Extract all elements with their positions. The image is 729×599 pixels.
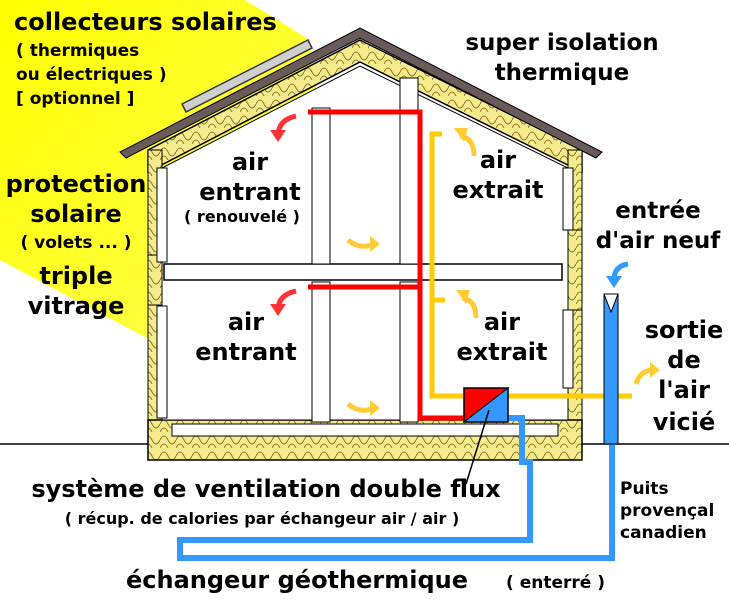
solar-collectors-optional: [ optionnel ] <box>16 89 134 109</box>
extracted-air-upper-line1: air <box>480 146 516 174</box>
extracted-air-upper-arrowhead <box>454 128 468 142</box>
intermediate-floor <box>163 263 563 281</box>
transfer-air-lower-arrowhead <box>370 400 380 416</box>
double-flow-heat-exchanger <box>462 386 510 424</box>
triple-glazing-line1: triple <box>39 262 112 290</box>
roof <box>119 27 603 159</box>
incoming-air-upper-arrowhead <box>270 130 286 142</box>
incoming-air-upper-line1: air <box>232 148 268 176</box>
super-insulation-line1: super isolation <box>465 30 658 56</box>
solar-collectors-type: ( thermiques <box>16 41 139 61</box>
extracted-air-lower-arrowhead <box>456 290 470 304</box>
incoming-air-upper-line2: entrant <box>199 178 300 206</box>
incoming-air-lower-line2: entrant <box>195 338 296 366</box>
ventilation-system-note: ( récup. de calories par échangeur air /… <box>65 509 460 528</box>
super-insulation-line2: thermique <box>495 60 630 86</box>
ground-floor-slab <box>171 423 559 437</box>
stale-air-exit-arrowhead <box>650 362 660 378</box>
fresh-air-intake-line1: entrée <box>615 198 701 224</box>
canadian-well-line3: canadien <box>620 523 707 543</box>
incoming-air-lower-line1: air <box>228 308 264 336</box>
fresh-air-intake-arrowhead <box>606 276 622 288</box>
triple-glazing-windows <box>156 167 574 419</box>
extracted-air-duct <box>429 131 466 399</box>
exchanger-pointer <box>465 409 490 485</box>
incoming-air-lower-arrowhead <box>270 304 286 316</box>
canadian-well-line1: Puits <box>620 479 669 499</box>
solar-collectors-title: collecteurs solaires <box>14 8 277 36</box>
incoming-air-upper-note: ( renouvelé ) <box>184 207 300 226</box>
stale-air-exit-line3: l'air <box>658 376 710 404</box>
stale-air-exit-line2: de <box>667 346 700 374</box>
fresh-air-intake-line2: d'air neuf <box>596 228 722 254</box>
extracted-air-upper-line2: extrait <box>453 176 544 204</box>
extracted-air-lower-line1: air <box>484 308 520 336</box>
air-flow-arrows <box>270 113 660 416</box>
geothermal-exchanger-title: échangeur géothermique <box>126 566 468 594</box>
solar-protection-line1: protection <box>6 170 147 198</box>
incoming-air-duct <box>308 109 476 421</box>
solar-protection-line2: solaire <box>30 200 122 228</box>
solar-collectors-type2: ou électriques ) <box>16 65 167 85</box>
extracted-air-lower-line2: extrait <box>457 338 548 366</box>
stale-air-exit-line1: sortie <box>645 316 724 344</box>
fresh-air-intake-pipe <box>603 293 619 445</box>
ventilation-system-title: système de ventilation double flux <box>31 475 501 503</box>
canadian-well-line2: provençal <box>620 501 714 521</box>
fresh-air-intake-cap <box>603 293 619 314</box>
geothermal-duct <box>177 300 615 561</box>
solar-protection-note: ( volets ... ) <box>20 233 131 253</box>
stale-air-exit-line4: vicié <box>653 408 716 436</box>
interior-walls <box>311 77 419 423</box>
geothermal-exchanger-note: ( enterré ) <box>506 573 605 593</box>
transfer-air-upper-arrowhead <box>370 236 380 252</box>
solar-panel <box>180 38 314 114</box>
triple-glazing-line2: vitrage <box>28 292 125 320</box>
